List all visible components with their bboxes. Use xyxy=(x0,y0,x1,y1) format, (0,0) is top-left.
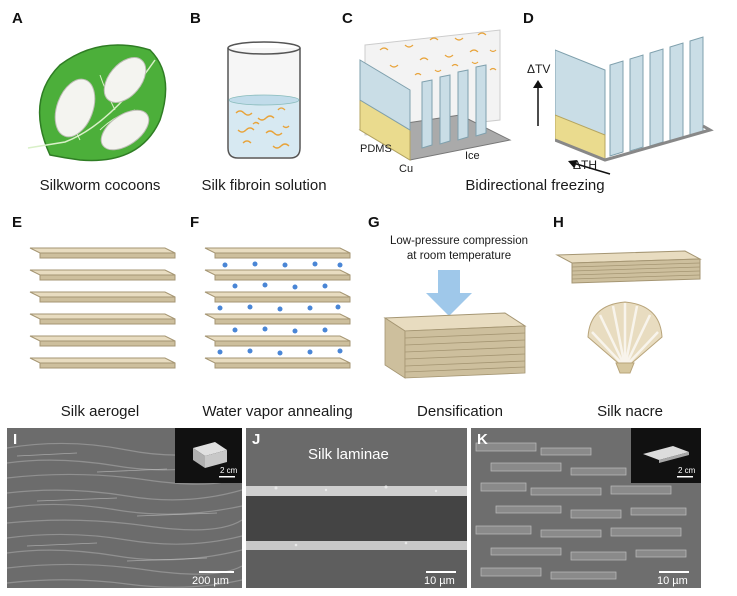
panel-letter-i: I xyxy=(13,431,18,448)
panel-letter-b: B xyxy=(190,10,201,27)
leaf-cocoons-illustration xyxy=(27,44,167,162)
sem-image-j: J Silk laminae 10 µm xyxy=(246,428,467,588)
panel-letter-c: C xyxy=(342,10,353,27)
caption-silkworm-cocoons: Silkworm cocoons xyxy=(39,177,161,194)
beaker-illustration xyxy=(227,41,301,159)
scale-label-j: 10 µm xyxy=(424,575,455,587)
label-ice: Ice xyxy=(465,150,480,162)
arrow-up-icon xyxy=(533,80,543,126)
seashell-icon xyxy=(587,301,663,374)
freezing-gradient-illustration xyxy=(555,36,714,162)
scale-label-k: 10 µm xyxy=(657,575,688,587)
panel-letter-d: D xyxy=(523,10,534,27)
caption-bidirectional-freezing: Bidirectional freezing xyxy=(465,177,605,194)
sem-image-k: K 2 cm 10 µm xyxy=(471,428,701,588)
inset-scale-i: 2 cm xyxy=(220,466,238,475)
panel-letter-g: G xyxy=(368,214,380,231)
panel-letter-e: E xyxy=(12,214,23,231)
arrow-diagonal-icon xyxy=(568,160,611,175)
panel-letter-f: F xyxy=(190,214,200,231)
freezing-mold-illustration xyxy=(358,29,512,161)
caption-silk-nacre: Silk nacre xyxy=(597,403,663,420)
sample-block-icon xyxy=(193,442,235,478)
caption-silk-fibroin-solution: Silk fibroin solution xyxy=(201,177,327,194)
panel-letter-j: J xyxy=(252,431,261,448)
inset-photo-k: 2 cm xyxy=(631,428,701,483)
label-pdms: PDMS xyxy=(360,143,392,155)
sample-plate-icon xyxy=(643,446,693,478)
annealing-sheets-illustration xyxy=(204,247,351,369)
densification-illustration xyxy=(383,270,527,379)
label-cu: Cu xyxy=(399,163,414,175)
caption-silk-aerogel: Silk aerogel xyxy=(60,403,140,420)
caption-densification: Densification xyxy=(417,403,503,420)
inset-scale-k: 2 cm xyxy=(678,466,696,475)
inset-photo-i: 2 cm xyxy=(175,428,242,483)
panel-letter-h: H xyxy=(553,214,564,231)
nacre-stack-illustration xyxy=(555,250,702,284)
sem-texture-j xyxy=(246,428,467,588)
note-compression-line1: Low-pressure compression xyxy=(389,235,529,247)
note-compression-line2: at room temperature xyxy=(406,250,512,262)
label-delta-tv: ΔTV xyxy=(527,62,551,76)
caption-water-vapor-annealing: Water vapor annealing xyxy=(202,403,353,420)
panel-letter-k: K xyxy=(477,431,488,448)
label-silk-laminae: Silk laminae xyxy=(308,446,389,463)
scale-bar-k xyxy=(659,571,689,573)
sem-image-i: I 2 cm 200 µm xyxy=(7,428,242,588)
label-delta-th: ΔTH xyxy=(573,158,598,172)
scale-label-i: 200 µm xyxy=(192,575,229,587)
aerogel-sheets-illustration xyxy=(29,247,176,369)
scale-bar-j xyxy=(426,571,456,573)
panel-letter-a: A xyxy=(12,10,23,27)
scale-bar-i xyxy=(199,571,234,573)
